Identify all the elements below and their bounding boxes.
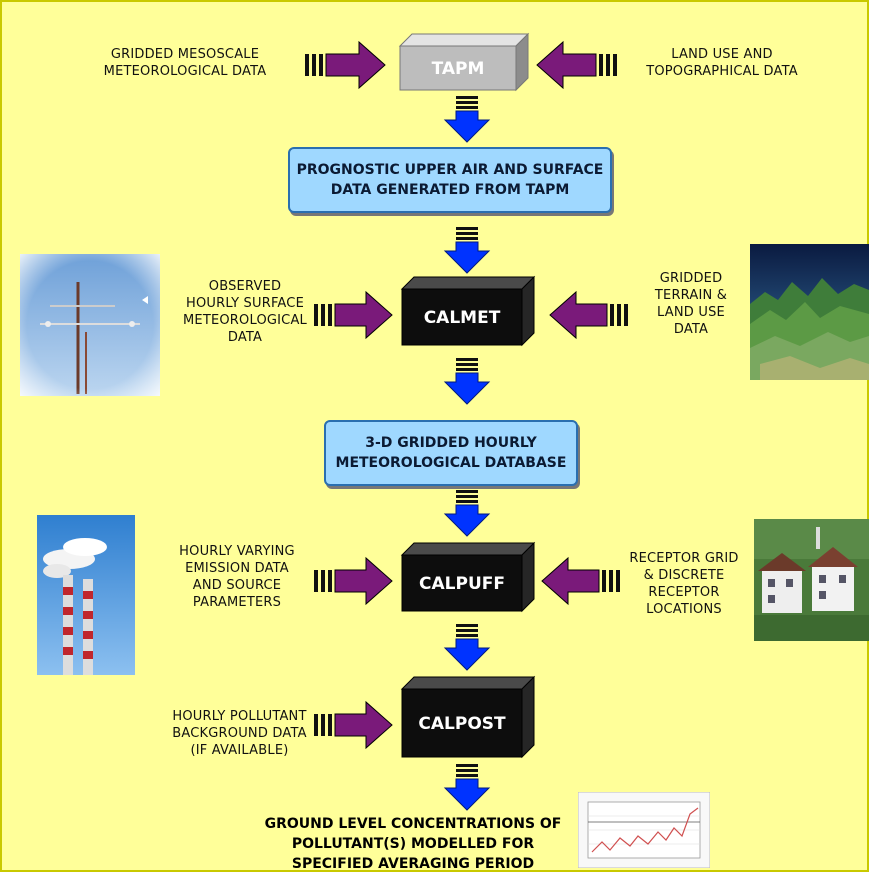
arrow-bar bbox=[606, 54, 610, 76]
arrow-bar bbox=[321, 304, 325, 326]
arrow-calmet-to-3d-database bbox=[443, 358, 491, 405]
arrow-mesoscale-to-tapm bbox=[305, 40, 386, 90]
arrow-bar bbox=[328, 714, 332, 736]
arrow-bar bbox=[456, 495, 478, 498]
arrow-receptor-to-calpuff bbox=[541, 556, 620, 606]
arrow-terrain-to-calmet bbox=[549, 290, 628, 340]
arrow-head bbox=[443, 778, 491, 811]
thumbnail-concentration-chart bbox=[578, 792, 710, 868]
arrow-bar bbox=[456, 764, 478, 767]
arrow-bar bbox=[456, 96, 478, 99]
arrow-head bbox=[325, 40, 386, 90]
arrow-bar bbox=[610, 304, 614, 326]
arrow-bar bbox=[613, 54, 617, 76]
arrow-bar bbox=[312, 54, 316, 76]
label-landuse-topographical-data: LAND USE AND TOPOGRAPHICAL DATA bbox=[646, 47, 798, 79]
arrow-head bbox=[443, 638, 491, 671]
model-box-calpost: CALPOST bbox=[400, 675, 536, 759]
arrow-bar bbox=[456, 490, 478, 493]
photo-terrain-model bbox=[750, 244, 869, 380]
arrow-bar bbox=[456, 774, 478, 777]
arrow-head bbox=[334, 290, 393, 340]
arrow-bar bbox=[456, 769, 478, 772]
arrow-emission-to-calpuff bbox=[314, 556, 393, 606]
arrow-bar bbox=[617, 304, 621, 326]
label-background-data: HOURLY POLLUTANT BACKGROUND DATA (IF AVA… bbox=[172, 709, 307, 758]
arrow-bar bbox=[456, 634, 478, 637]
arrow-head bbox=[443, 504, 491, 537]
label-gridded-mesoscale-data: GRIDDED MESOSCALE METEOROLOGICAL DATA bbox=[103, 47, 267, 79]
photo-smokestacks bbox=[37, 515, 135, 675]
arrow-3d-database-to-calpuff bbox=[443, 490, 491, 537]
arrow-bar bbox=[456, 227, 478, 230]
photo-weather-station bbox=[20, 254, 160, 396]
arrow-bar bbox=[456, 358, 478, 361]
arrow-bar bbox=[609, 570, 613, 592]
output-ground-level-concentrations: GROUND LEVEL CONCENTRATIONS OF POLLUTANT… bbox=[264, 816, 562, 872]
model-name: CALPOST bbox=[418, 714, 506, 734]
arrow-head bbox=[541, 556, 600, 606]
arrow-bar bbox=[456, 624, 478, 627]
database-prognostic-data: PROGNOSTIC UPPER AIR AND SURFACE DATA GE… bbox=[288, 147, 612, 213]
arrow-bar bbox=[305, 54, 309, 76]
arrow-prognostic-to-calmet bbox=[443, 227, 491, 274]
arrow-bar bbox=[328, 304, 332, 326]
arrow-bar bbox=[616, 570, 620, 592]
arrow-bar bbox=[456, 237, 478, 240]
arrow-head bbox=[334, 700, 393, 750]
arrow-bar bbox=[456, 232, 478, 235]
arrow-bar bbox=[599, 54, 603, 76]
arrow-bar bbox=[314, 570, 318, 592]
arrow-bar bbox=[456, 106, 478, 109]
arrow-head bbox=[443, 241, 491, 274]
label-emission-data: HOURLY VARYING EMISSION DATA AND SOURCE … bbox=[179, 544, 295, 610]
arrow-background-to-calpost bbox=[314, 700, 393, 750]
arrow-bar bbox=[456, 629, 478, 632]
arrow-calpost-to-output bbox=[443, 764, 491, 811]
arrow-head bbox=[536, 40, 597, 90]
arrow-bar bbox=[602, 570, 606, 592]
model-box-calmet: CALMET bbox=[400, 275, 536, 347]
arrow-head bbox=[443, 110, 491, 143]
arrow-calpuff-to-calpost bbox=[443, 624, 491, 671]
arrow-bar bbox=[624, 304, 628, 326]
model-name: CALPUFF bbox=[419, 574, 505, 594]
photo-houses bbox=[754, 519, 869, 641]
arrow-bar bbox=[456, 368, 478, 371]
arrow-head bbox=[334, 556, 393, 606]
arrow-observed-to-calmet bbox=[314, 290, 393, 340]
arrow-bar bbox=[456, 101, 478, 104]
model-name: TAPM bbox=[432, 59, 485, 79]
arrow-bar bbox=[314, 304, 318, 326]
arrow-tapm-to-prognostic bbox=[443, 96, 491, 143]
model-box-calpuff: CALPUFF bbox=[400, 541, 536, 613]
arrow-bar bbox=[321, 570, 325, 592]
label-receptor-grid: RECEPTOR GRID & DISCRETE RECEPTOR LOCATI… bbox=[629, 551, 739, 617]
arrow-bar bbox=[456, 500, 478, 503]
model-box-tapm: TAPM bbox=[398, 32, 530, 92]
arrow-head bbox=[549, 290, 608, 340]
model-name: CALMET bbox=[424, 308, 501, 328]
arrow-bar bbox=[314, 714, 318, 736]
arrow-landuse-to-tapm bbox=[536, 40, 617, 90]
arrow-bar bbox=[456, 363, 478, 366]
label-observed-surface-data: OBSERVED HOURLY SURFACE METEOROLOGICAL D… bbox=[182, 279, 307, 345]
arrow-bar bbox=[328, 570, 332, 592]
label-gridded-terrain-data: GRIDDED TERRAIN & LAND USE DATA bbox=[654, 271, 728, 337]
arrow-head bbox=[443, 372, 491, 405]
arrow-bar bbox=[321, 714, 325, 736]
database-3d-gridded-hourly: 3-D GRIDDED HOURLY METEOROLOGICAL DATABA… bbox=[324, 420, 578, 486]
arrow-bar bbox=[319, 54, 323, 76]
